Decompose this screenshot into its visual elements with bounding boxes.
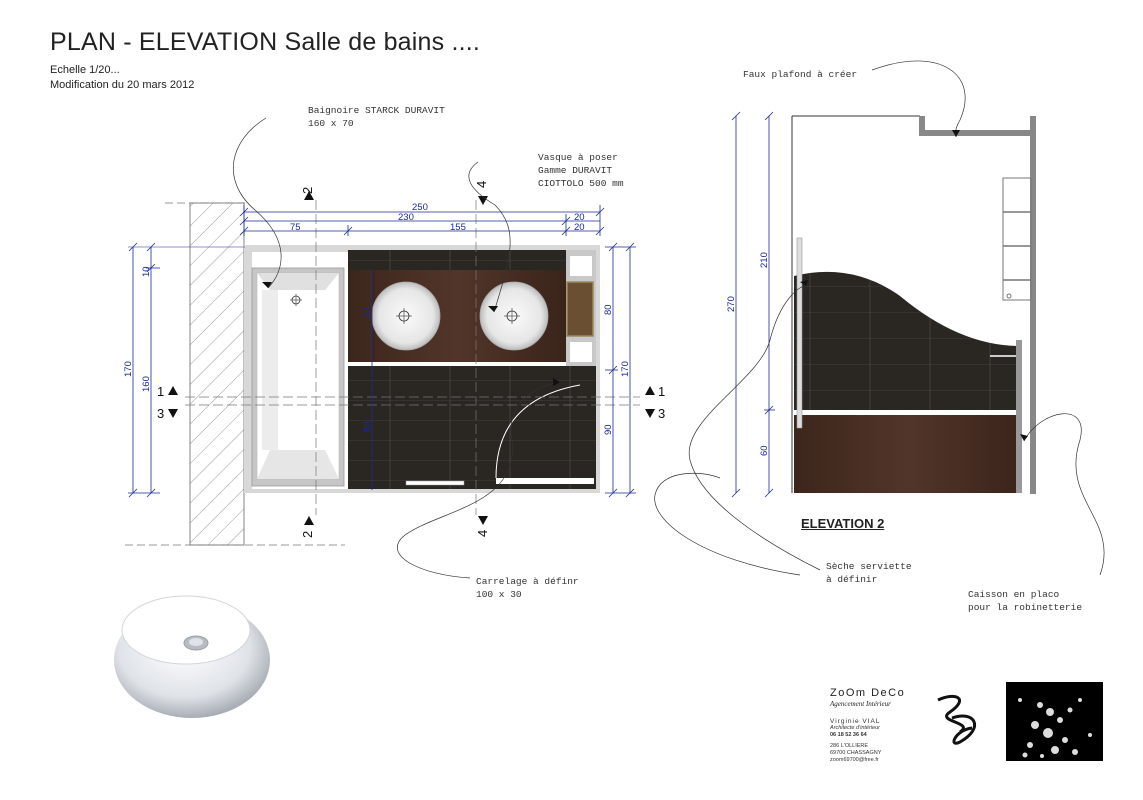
section-1-right: 1 [658, 384, 665, 399]
modification-date: Modification du 20 mars 2012 [50, 79, 195, 91]
company-tagline: Agencement Intérieur [830, 700, 891, 708]
section-2-top: 2 [300, 187, 315, 194]
address-line-2: 69700 CHASSAGNY [830, 750, 882, 756]
designer-phone: 06 18 52 36 64 [830, 732, 867, 738]
basin-leader [468, 161, 511, 313]
dim-right-170: 170 [620, 361, 631, 377]
dim-inner-20: 20 [362, 307, 373, 318]
tiles-leader [397, 381, 561, 579]
dim-inner-80: 80 [362, 421, 373, 432]
section-2-bottom: 2 [300, 531, 315, 538]
ceiling-leader [871, 60, 966, 138]
address-line-1: 286 L'OLLIERE [830, 743, 869, 749]
towel-dryer [796, 237, 803, 429]
ceiling-note: Faux plafond à créer [743, 69, 858, 80]
dim-left-10: 10 [141, 266, 152, 277]
designer-email: zoom69700@free.fr [830, 757, 879, 763]
section-3-left: 3 [157, 406, 164, 421]
dim-right-90: 90 [603, 424, 614, 435]
dim-230: 230 [398, 212, 414, 223]
section-4-bottom: 4 [475, 530, 490, 537]
towel-leader [688, 285, 821, 571]
hatched-wall [189, 202, 245, 546]
basin-photo [114, 595, 270, 718]
plumbing-casing [1016, 340, 1022, 493]
elevation-wood-vanity [794, 415, 1022, 493]
dim-left-160: 160 [141, 376, 152, 392]
page-title: PLAN - ELEVATION Salle de bains .... [50, 28, 481, 56]
casing-leader [1023, 413, 1105, 576]
dim-75: 75 [290, 222, 301, 233]
section-3-right: 3 [658, 406, 665, 421]
dim-elev-60: 60 [759, 445, 770, 456]
section-1-left: 1 [157, 384, 164, 399]
tiled-floor [348, 366, 596, 489]
dim-right-80: 80 [603, 304, 614, 315]
dim-155: 155 [450, 222, 466, 233]
dim-20-b: 20 [574, 222, 585, 233]
dim-left-170: 170 [123, 361, 134, 377]
dim-elev-210: 210 [759, 252, 770, 268]
designer-name: Virginie VIAL [830, 718, 881, 725]
elevation-right-wall [1030, 116, 1036, 494]
elevation-tiled-wall [794, 271, 1020, 410]
section-4-top: 4 [474, 181, 489, 188]
designer-role: Architecte d'intérieur [830, 725, 880, 731]
dim-total-250: 250 [412, 202, 428, 213]
dim-20-a: 20 [574, 212, 585, 223]
elevation-2-title: ELEVATION 2 [801, 516, 885, 531]
company-name: ZoOm DeCo [830, 687, 906, 699]
scale-label: Echelle 1/20... [50, 64, 120, 76]
zd-logo-icon [937, 695, 977, 745]
dim-elev-270: 270 [726, 296, 737, 312]
